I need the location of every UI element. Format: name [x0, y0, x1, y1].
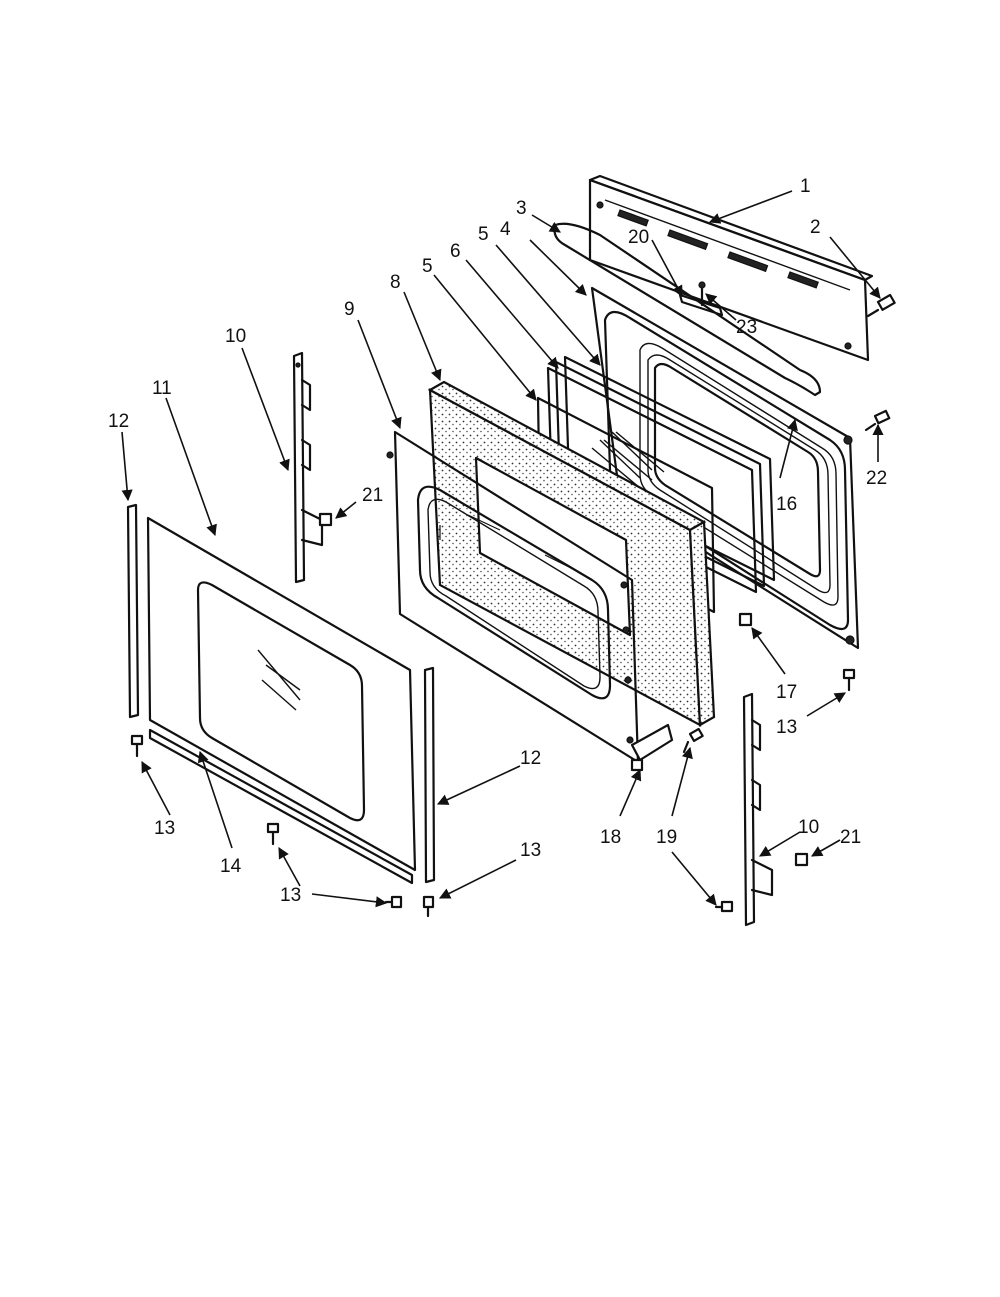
callout-12: 12: [520, 748, 541, 769]
part-8-insulation: [427, 380, 716, 727]
part-10-hinge-right: [742, 692, 774, 927]
callout-13: 13: [154, 818, 175, 839]
callout-1: 1: [800, 176, 811, 197]
callout-4: 4: [500, 219, 511, 240]
callout-11: 11: [152, 378, 172, 399]
part-2-screw: [866, 293, 896, 318]
callout-10: 10: [798, 817, 819, 838]
part-16-gasket: [653, 362, 822, 578]
part-14-bottom-trim: [148, 728, 414, 885]
callout-20: 20: [628, 227, 649, 248]
callout-3: 3: [516, 198, 527, 219]
part-1-vent-trim: [588, 174, 874, 362]
part-21-clip-right: [794, 852, 809, 867]
callout-16: 16: [776, 494, 797, 515]
callout-2: 2: [810, 217, 821, 238]
leader-lines: [121, 190, 884, 908]
part-17-clip: [738, 612, 753, 627]
callout-13: 13: [520, 840, 541, 861]
callout-21: 21: [362, 485, 383, 506]
callout-6: 6: [450, 241, 461, 262]
callout-5: 5: [422, 256, 433, 277]
callout-14: 14: [220, 856, 242, 877]
part-11-outer-door-glass: [146, 516, 417, 872]
callout-labels: 1 2 3 4 5 6 5 8 9 10 11 12 21 20 23 16 2…: [108, 176, 887, 906]
callout-23: 23: [736, 317, 757, 338]
callout-18: 18: [600, 827, 621, 848]
part-20-bracket: [678, 281, 724, 317]
callout-12: 12: [108, 411, 129, 432]
callout-13: 13: [776, 717, 797, 738]
callout-5: 5: [478, 224, 489, 245]
part-10-hinge-left: [292, 351, 324, 584]
callout-22: 22: [866, 468, 887, 489]
part-12-side-trim-right: [423, 666, 436, 884]
callout-10: 10: [225, 326, 246, 347]
callout-21: 21: [840, 827, 861, 848]
part-12-side-trim-left: [126, 503, 140, 719]
callout-17: 17: [776, 682, 797, 703]
part-13-screws: [130, 668, 856, 918]
part-22-screw: [864, 409, 891, 432]
callout-8: 8: [390, 272, 401, 293]
callout-19: 19: [656, 827, 677, 848]
part-21-clip-left: [318, 512, 333, 527]
part-19-screws: [682, 727, 734, 913]
part-3-trim-strip: [553, 222, 822, 397]
callout-9: 9: [344, 299, 355, 320]
callout-13: 13: [280, 885, 301, 906]
